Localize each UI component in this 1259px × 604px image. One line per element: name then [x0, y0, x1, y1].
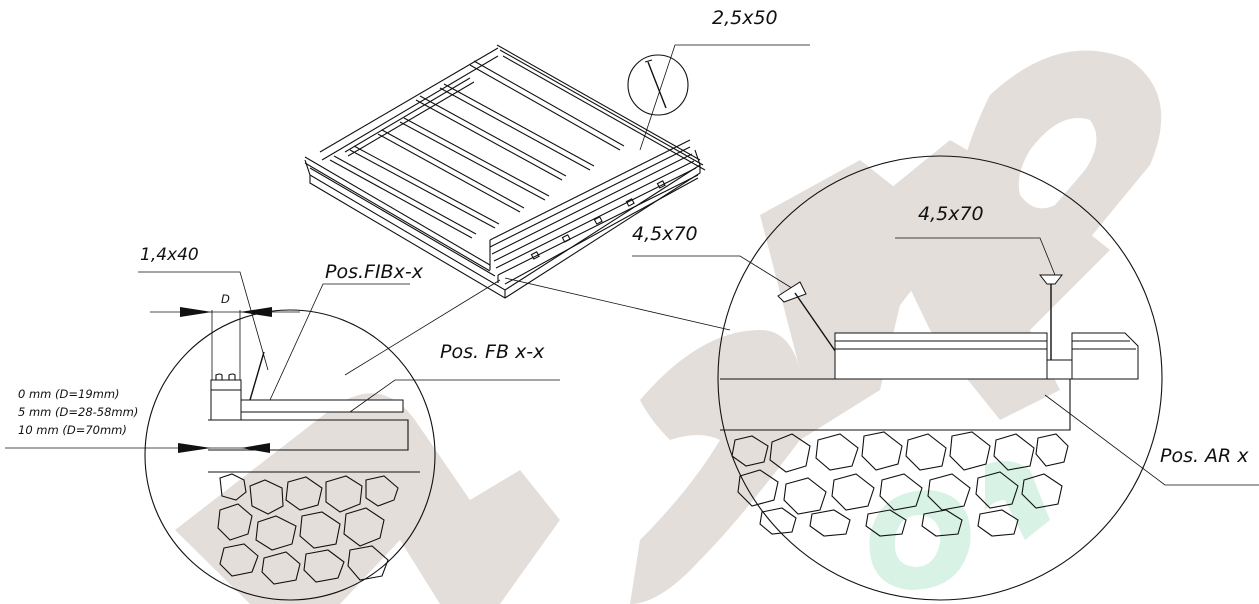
- deck-rail-left: [304, 156, 496, 277]
- callout-screw-top: 2,5x50: [627, 7, 810, 151]
- detail-left: 1,4x40 Pos.FIBx-x D 0 mm (D=19mm) 5 mm (…: [5, 245, 560, 601]
- watermark-letter-k: [870, 140, 1110, 420]
- callout-circle: [627, 54, 689, 116]
- watermark-letter-green-n: [985, 461, 1050, 540]
- label-screw-right-a: 4,5x70: [632, 223, 698, 245]
- label-dim-d: D: [221, 292, 230, 306]
- screw-head-vertical: [1038, 274, 1064, 285]
- leader-deck-to-left-detail: [344, 279, 501, 376]
- deck-slats: [319, 47, 625, 239]
- watermark-letter-a: [630, 330, 800, 604]
- joist: [208, 419, 409, 451]
- deck-board-stack: [489, 139, 699, 285]
- leader-nail-left: [138, 271, 269, 371]
- leader-screw-right-b: [895, 237, 1056, 276]
- arrow-gap-right: [241, 443, 270, 453]
- label-screw-right-b: 4,5x70: [918, 203, 984, 225]
- beam-right: [720, 378, 1071, 431]
- leader-pos-fib: [269, 283, 410, 401]
- board-tongue: [215, 373, 236, 380]
- screw-angled-icon: [794, 292, 841, 359]
- leader-pos-fb: [349, 379, 560, 413]
- label-nail-left: 1,4x40: [140, 245, 199, 265]
- board-body: [210, 389, 242, 421]
- detail-right-circle: [717, 155, 1163, 601]
- leader-screw-right-a: [632, 255, 796, 291]
- board-right-top-1: [834, 332, 1048, 342]
- arrow-d-left: [180, 307, 212, 317]
- arrow-d-right: [240, 307, 272, 317]
- board-plank: [240, 399, 404, 413]
- detail-right: 4,5x70 4,5x70 Pos. AR x: [632, 155, 1259, 601]
- leader-deck-to-right-detail: [504, 277, 731, 331]
- watermark-letter-o: [958, 50, 1162, 275]
- deck-rail-back: [496, 44, 706, 171]
- label-pos-fb: Pos. FB x-x: [440, 341, 545, 363]
- label-gap-5: 5 mm (D=28-58mm): [18, 405, 138, 419]
- board-right-gap-block: [1046, 359, 1073, 380]
- board-top: [210, 379, 242, 391]
- board-right-body: [834, 348, 1048, 380]
- screw-head-angled: [777, 281, 807, 303]
- arrow-gap-left: [178, 443, 211, 453]
- label-screw-top: 2,5x50: [712, 7, 778, 29]
- label-pos-fib: Pos.FIBx-x: [325, 261, 424, 283]
- leader-pos-ar: [1044, 394, 1259, 486]
- leader-screw-top: [639, 44, 810, 151]
- watermark-logo: [175, 50, 1162, 604]
- label-gap-10: 10 mm (D=70mm): [18, 423, 127, 437]
- board-right-top-2: [834, 340, 1048, 350]
- screw-icon: [647, 61, 667, 109]
- label-gap-0: 0 mm (D=19mm): [18, 387, 120, 401]
- watermark-letter-green-o: [869, 490, 971, 590]
- gravel-left: [217, 473, 399, 585]
- nail-icon: [249, 351, 265, 401]
- gravel-right: [731, 431, 1069, 537]
- detail-left-circle: [144, 309, 436, 601]
- board-right-end: [1071, 332, 1139, 380]
- label-pos-ar: Pos. AR x: [1160, 445, 1249, 467]
- deck-assembly-3d: [304, 44, 731, 376]
